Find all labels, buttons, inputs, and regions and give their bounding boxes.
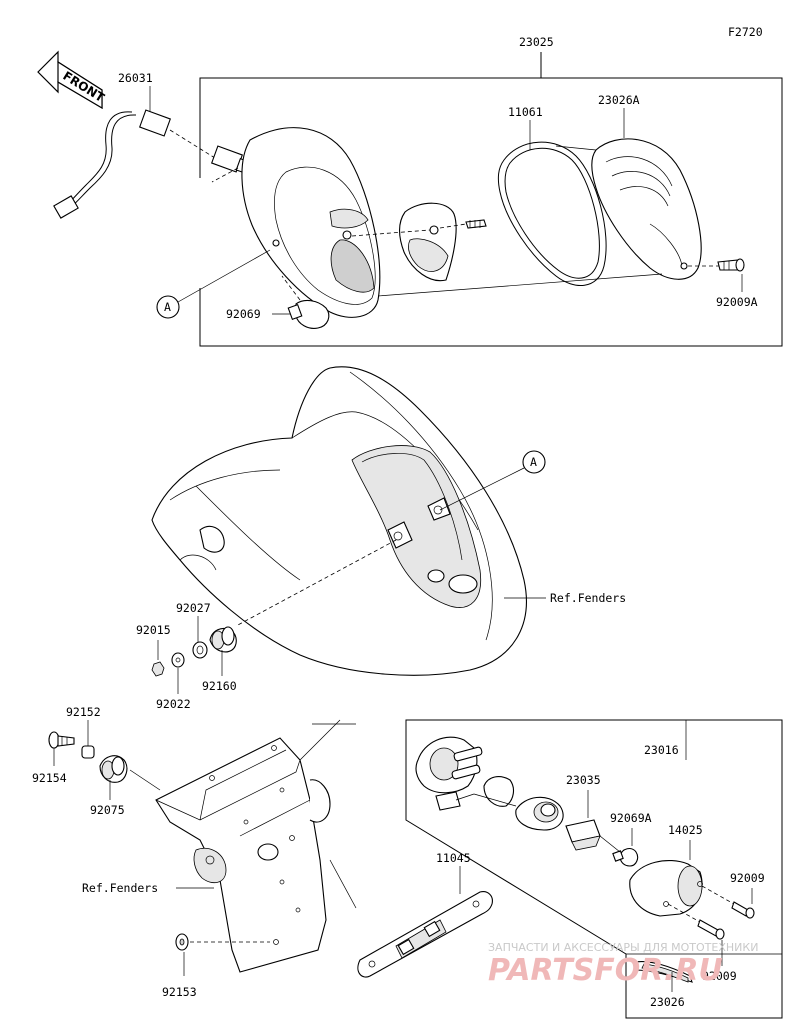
reference-A-top: A <box>156 249 271 319</box>
callout-23016: 23016 <box>644 743 679 757</box>
screw-92009-upper: 92009 <box>701 871 765 919</box>
socket-23035: 23035 <box>483 773 601 851</box>
svg-text:A: A <box>164 300 171 314</box>
callout-11061: 11061 <box>508 105 543 119</box>
grommet-92075: 92075 <box>90 755 161 817</box>
leader-housing-lens <box>377 273 663 297</box>
lamp-housing <box>211 127 381 318</box>
callout-23035: 23035 <box>566 773 601 787</box>
callout-92160: 92160 <box>202 679 237 693</box>
callout-92009-lower: 92009 <box>702 969 737 983</box>
callout-11045: 11045 <box>436 851 471 865</box>
bulb-92069: 92069 <box>226 275 330 329</box>
callout-14025: 14025 <box>668 823 703 837</box>
svg-text:A: A <box>530 455 537 469</box>
watermark-line1: ЗАПЧАСТИ И АКСЕССУАРЫ ДЛЯ МОТОТЕХНИКИ <box>488 941 758 954</box>
taillamp-assembly-box: 23025 <box>199 35 783 347</box>
reference-A-mid: A <box>439 450 546 511</box>
callout-92075: 92075 <box>90 803 125 817</box>
assembly-line-mid <box>235 539 397 627</box>
rear-fender <box>151 366 527 676</box>
callout-92009-upper: 92009 <box>730 871 765 885</box>
collar-92152: 92152 <box>66 705 101 759</box>
watermark-line2: PARTSFOR.RU <box>488 953 723 988</box>
callout-23026: 23026 <box>650 995 685 1009</box>
callout-92153: 92153 <box>162 985 197 999</box>
screw-92009A: 92009A <box>688 258 758 309</box>
gasket-11061: 11061 <box>497 105 607 286</box>
screw-92009-lower: 92009 <box>667 903 737 983</box>
front-arrow: FRONT <box>37 50 107 110</box>
leader-bulb <box>599 835 621 853</box>
lens-23026A: 23026A <box>591 93 702 280</box>
figure-code: F2720 <box>728 25 763 39</box>
callout-92009A: 92009A <box>716 295 758 309</box>
license-lamp-box: 23016 <box>405 719 783 1019</box>
bolt-92153: 92153 <box>162 933 270 999</box>
callout-23025: 23025 <box>519 35 554 49</box>
nut-92015: 92015 <box>136 623 171 677</box>
callout-92154: 92154 <box>32 771 67 785</box>
gasket-23026: 23026 <box>633 961 693 1009</box>
ref-fenders-low: Ref.Fenders <box>82 881 158 895</box>
leader-gasket-lens <box>555 145 597 151</box>
callout-92069: 92069 <box>226 307 261 321</box>
callout-92015: 92015 <box>136 623 171 637</box>
collar-92027: 92027 <box>176 601 211 659</box>
callout-92027: 92027 <box>176 601 211 615</box>
reflector <box>351 202 487 282</box>
callout-92022: 92022 <box>156 697 191 711</box>
callout-23026A: 23026A <box>598 93 640 107</box>
leader-socket <box>473 793 517 807</box>
washer-92022: 92022 <box>156 652 191 711</box>
bulb-92069A: 92069A <box>610 811 652 867</box>
bolt-92154: 92154 <box>32 731 75 785</box>
lens-14025: 14025 <box>629 823 703 917</box>
callout-92069A: 92069A <box>610 811 652 825</box>
grommet-92160: 92160 <box>202 626 237 693</box>
lamp-socket-base <box>415 736 483 811</box>
bracket-11045: 11045 <box>357 851 493 978</box>
callout-92152: 92152 <box>66 705 101 719</box>
callout-26031: 26031 <box>118 71 153 85</box>
license-bracket <box>155 719 357 973</box>
ref-fenders-mid: Ref.Fenders <box>550 591 626 605</box>
